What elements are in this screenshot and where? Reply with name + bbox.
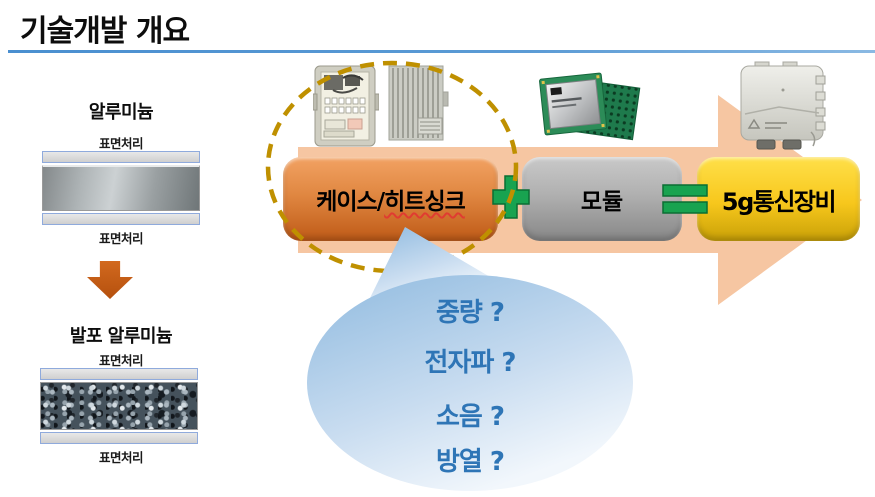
dashed-ellipse-icon <box>265 60 519 274</box>
surface-treatment-label-top: 표면처리 <box>98 353 144 368</box>
question-weight: 중량 ? <box>436 298 505 328</box>
down-arrow-icon <box>87 261 133 299</box>
5g-device-photo <box>740 61 826 150</box>
speech-bubble <box>307 227 633 491</box>
foam-aluminum-photo <box>40 382 198 430</box>
module-label: 모듈 <box>580 189 624 215</box>
question-heat: 방열 ? <box>436 447 505 477</box>
case-heatsink-box: 케이스/히트싱크 <box>283 157 498 241</box>
question-noise: 소음 ? <box>436 402 505 432</box>
foam-aluminum-label: 발포 알루미늄 <box>69 326 173 347</box>
5g-equipment-box: 5g통신장비 <box>697 157 860 241</box>
question-emi: 전자파 ? <box>424 348 517 378</box>
surface-layer-bar <box>40 432 198 444</box>
surface-layer-bar <box>40 368 198 380</box>
surface-layer-bar <box>42 213 200 225</box>
title-underline <box>8 50 875 53</box>
aluminum-label: 알루미늄 <box>88 102 154 123</box>
chip-module-photo <box>539 72 641 141</box>
surface-treatment-label-bottom: 표면처리 <box>98 231 144 246</box>
aluminum-plate-photo <box>42 165 200 211</box>
case-heatsink-label-part2: 히트싱크 <box>384 189 466 215</box>
heatsink-case-photo <box>388 65 449 141</box>
page-title: 기술개발 개요 <box>20 14 190 49</box>
module-box: 모듈 <box>522 157 682 241</box>
surface-treatment-label-bottom: 표면처리 <box>98 450 144 465</box>
surface-layer-bar <box>42 151 200 163</box>
surface-treatment-label-top: 표면처리 <box>98 136 144 151</box>
5g-equipment-label: 5g통신장비 <box>721 187 837 216</box>
equals-icon <box>662 184 708 214</box>
case-heatsink-label-part1: 케이스/ <box>316 189 385 215</box>
